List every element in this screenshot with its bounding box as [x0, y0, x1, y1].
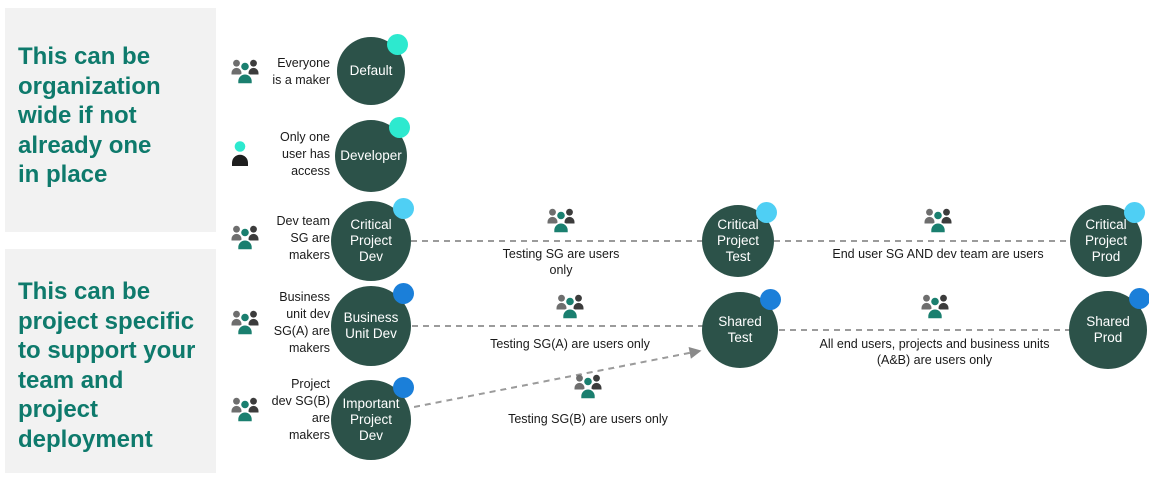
env-critical-project-dev: Critical Project Dev	[331, 198, 414, 281]
env-developer: Developer	[335, 117, 410, 192]
note-project-specific: This can be project specific to support …	[5, 249, 216, 473]
note-text: This can be project specific to support …	[18, 278, 196, 453]
env-name: Critical Project Test	[716, 217, 760, 264]
group-icon	[573, 373, 603, 400]
connector-business-dev-to-shared-test	[412, 325, 703, 327]
maker-row-project-dev-sg-b: Project dev SG(B) are makers	[228, 374, 330, 446]
connection-caption-all-end-users: All end users, projects and business uni…	[792, 292, 1077, 368]
env-critical-project-test: Critical Project Test	[702, 202, 777, 277]
group-icon	[920, 293, 949, 320]
env-name: Developer	[340, 148, 402, 163]
env-important-project-dev: Important Project Dev	[331, 377, 414, 460]
env-default: Default	[337, 34, 408, 105]
maker-row-business-unit-sg-a: Business unit dev SG(A) are makers	[228, 287, 330, 359]
env-status-dot	[393, 283, 414, 304]
connection-caption-testing-sg: Testing SG are users only	[481, 206, 641, 278]
caption-text: Testing SG(B) are users only	[508, 412, 668, 426]
maker-label: Only one user has access	[279, 129, 330, 178]
connection-caption-end-user-sg: End user SG AND dev team are users	[806, 206, 1070, 263]
group-icon	[546, 208, 576, 234]
caption-text: Testing SG are users only	[502, 247, 620, 277]
env-name: Critical Project Dev	[349, 217, 393, 264]
env-name: Default	[349, 63, 393, 78]
note-text: This can be organization wide if not alr…	[18, 43, 161, 188]
group-icon	[230, 225, 260, 251]
connection-caption-testing-sg-b: Testing SG(B) are users only	[478, 372, 698, 428]
env-status-dot	[760, 289, 781, 310]
env-name: Shared Test	[718, 314, 762, 345]
maker-label: Project dev SG(B) are makers	[271, 377, 330, 442]
group-icon	[230, 396, 260, 423]
env-status-dot	[1129, 288, 1149, 309]
connector-critical-dev-to-test	[411, 240, 703, 242]
env-status-dot	[756, 202, 777, 223]
single-user-icon	[232, 141, 248, 166]
env-status-dot	[387, 34, 408, 55]
env-status-dot	[389, 117, 410, 138]
arrowhead-icon	[688, 344, 703, 359]
group-icon	[923, 208, 953, 234]
maker-row-dev-team-sg: Dev team SG are makers	[228, 207, 330, 269]
env-business-unit-dev: Business Unit Dev	[331, 283, 414, 366]
connection-caption-testing-sg-a: Testing SG(A) are users only	[470, 292, 670, 353]
env-status-dot	[1124, 202, 1145, 223]
env-name: Critical Project Prod	[1084, 217, 1128, 264]
env-status-dot	[393, 198, 414, 219]
env-name: Shared Prod	[1086, 314, 1130, 345]
group-icon	[230, 58, 260, 85]
connector-shared-test-to-prod	[779, 329, 1070, 331]
maker-label: Business unit dev SG(A) are makers	[273, 290, 330, 355]
maker-row-everyone: Everyone is a maker	[228, 44, 330, 100]
env-shared-test: Shared Test	[702, 289, 781, 368]
env-name: Important Project Dev	[342, 396, 400, 443]
env-name: Business Unit Dev	[343, 310, 399, 341]
note-organization-wide: This can be organization wide if not alr…	[5, 8, 216, 232]
maker-label: Dev team SG are makers	[276, 213, 331, 262]
env-status-dot	[393, 377, 414, 398]
caption-text: All end users, projects and business uni…	[819, 337, 1050, 367]
connector-critical-test-to-prod	[774, 240, 1070, 242]
caption-text: Testing SG(A) are users only	[490, 337, 650, 351]
maker-row-only-one-user: Only one user has access	[228, 126, 330, 182]
env-critical-project-prod: Critical Project Prod	[1070, 202, 1145, 277]
group-icon	[230, 309, 260, 336]
maker-label: Everyone is a maker	[272, 56, 330, 87]
group-icon	[555, 293, 585, 320]
env-shared-prod: Shared Prod	[1069, 288, 1149, 369]
caption-text: End user SG AND dev team are users	[832, 247, 1044, 261]
